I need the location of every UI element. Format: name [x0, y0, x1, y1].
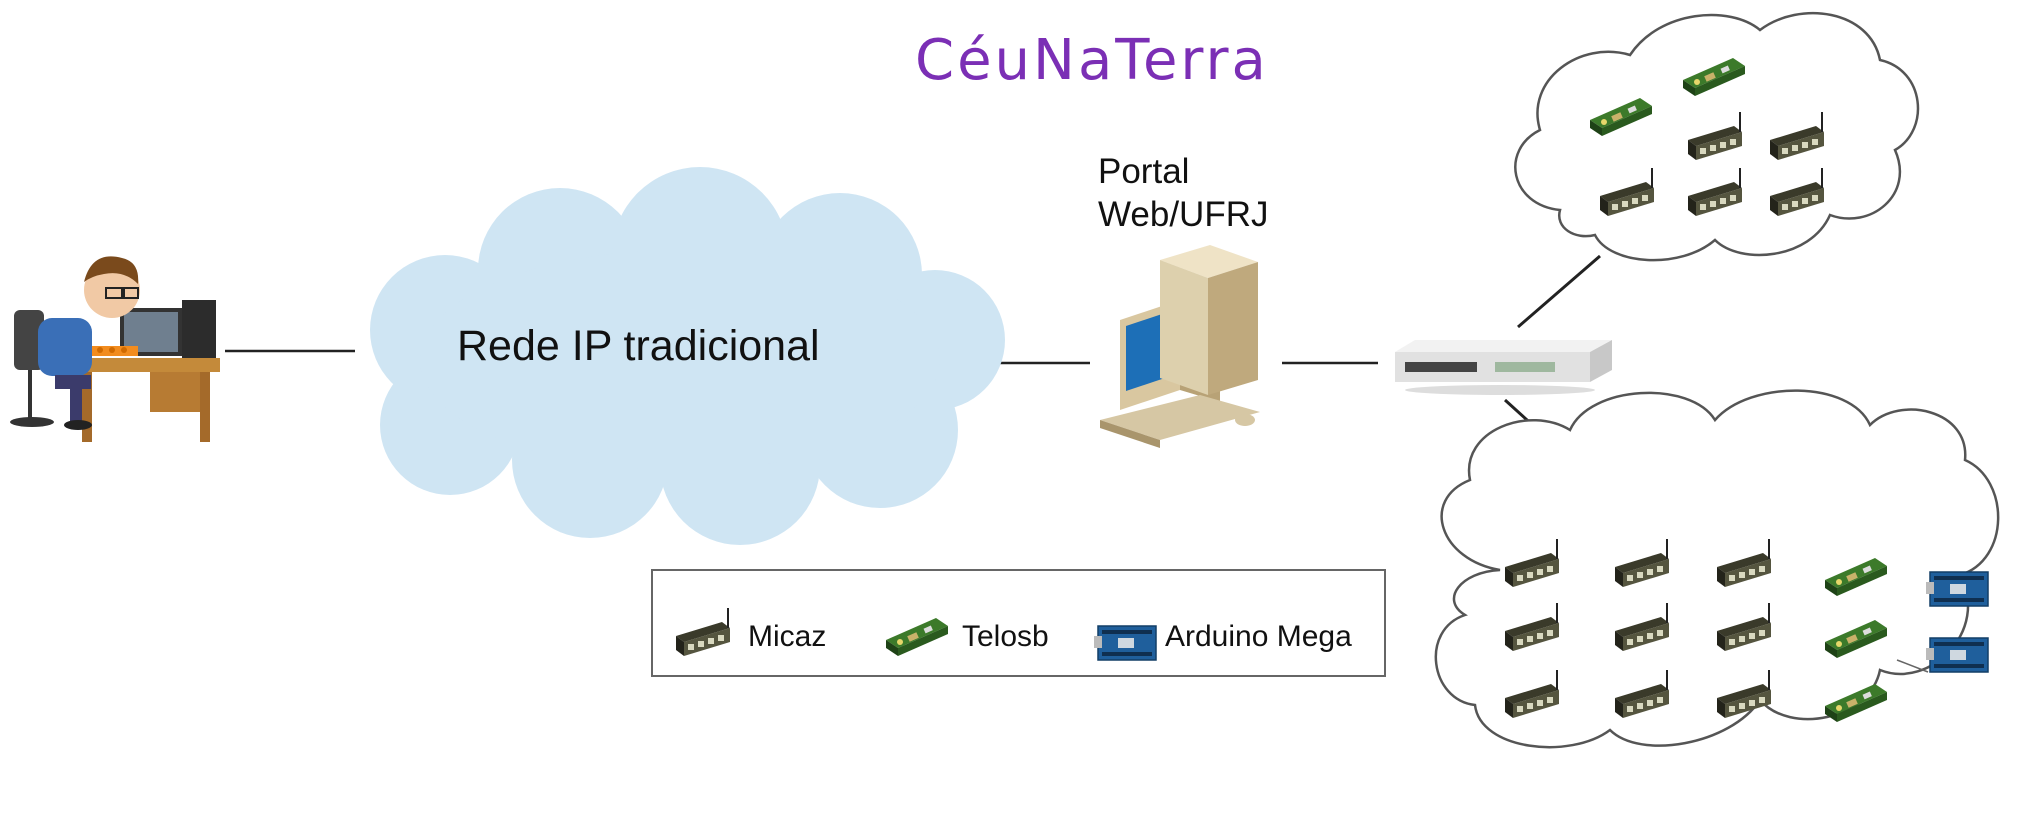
ip-network-cloud [370, 167, 1005, 545]
upper-sensor-cloud [1514, 11, 1920, 262]
link-switch-upper-cloud [1517, 254, 1601, 329]
network-switch-icon [1395, 340, 1612, 395]
legend-micaz-label: Micaz [748, 620, 827, 653]
legend-box [651, 569, 1386, 677]
legend-arduino-label: Arduino Mega [1165, 620, 1352, 653]
portal-label-line2: Web/UFRJ [1098, 195, 1269, 234]
portal-label-line1: Portal [1098, 152, 1190, 191]
arduino-mega-icon [1925, 637, 1989, 673]
arduino-mega-icon [1925, 571, 1989, 607]
diagram-title: CéuNaTerra [915, 28, 1269, 93]
lower-sensor-cloud [1434, 389, 2000, 749]
ip-cloud-label: Rede IP tradicional [457, 322, 820, 370]
portal-server-computer-icon [1100, 245, 1260, 448]
legend-telosb-label: Telosb [962, 620, 1049, 653]
user-at-computer-icon [10, 256, 220, 442]
portal-label: Portal Web/UFRJ [1098, 150, 1269, 236]
